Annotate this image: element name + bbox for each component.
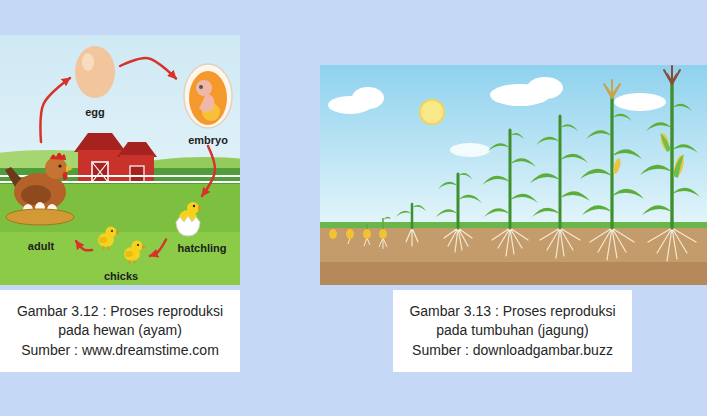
caption-box: Gambar 3.13 : Proses reproduksi pada tum… bbox=[393, 290, 632, 372]
seed-illustration bbox=[329, 217, 391, 249]
egg-illustration bbox=[75, 46, 115, 98]
stage-label: egg bbox=[85, 106, 105, 118]
embryo-illustration bbox=[184, 64, 232, 128]
cycle-arrow bbox=[76, 241, 92, 250]
hen-illustration bbox=[5, 153, 74, 225]
stage-label: hatchling bbox=[178, 242, 227, 254]
corn-plant bbox=[396, 204, 426, 246]
corn-plant bbox=[640, 66, 700, 261]
hatchling-illustration bbox=[176, 202, 203, 236]
cycle-arrow bbox=[120, 58, 176, 78]
life-stage: egg bbox=[70, 38, 120, 118]
caption-text: Sumber : downloadgambar.buzz bbox=[412, 341, 613, 361]
caption-text: Sumber : www.dreamstime.com bbox=[21, 341, 219, 361]
corn-plant bbox=[436, 173, 482, 252]
caption-text: Gambar 3.12 : Proses reproduksi pada hew… bbox=[11, 302, 229, 341]
field-background bbox=[320, 65, 707, 285]
stage-label: embryo bbox=[188, 134, 228, 146]
corn-plant bbox=[530, 116, 590, 258]
caption-box: Gambar 3.12 : Proses reproduksi pada hew… bbox=[0, 290, 240, 372]
cycle-arrow bbox=[202, 146, 215, 196]
stage-label: adult bbox=[28, 240, 54, 252]
farm-background bbox=[0, 35, 240, 285]
corn-plant bbox=[580, 80, 644, 260]
chicks-illustration bbox=[98, 227, 146, 265]
life-stage: embryo bbox=[176, 56, 240, 146]
life-stage: chicks bbox=[92, 224, 150, 282]
connector-group bbox=[40, 58, 215, 256]
caption-text: Gambar 3.13 : Proses reproduksi pada tum… bbox=[404, 302, 622, 341]
life-stage: adult bbox=[6, 142, 76, 252]
stage-label: chicks bbox=[104, 270, 138, 282]
cycle-arrow bbox=[150, 240, 166, 256]
life-stage: hatchling bbox=[166, 196, 238, 254]
corn-plant bbox=[482, 130, 538, 256]
cycle-arrow bbox=[40, 78, 70, 142]
